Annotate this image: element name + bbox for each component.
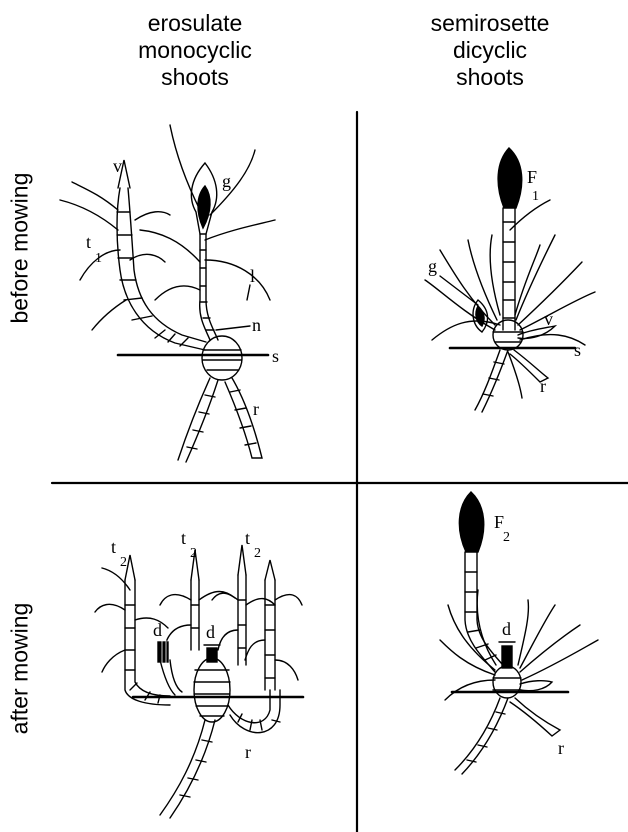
label-r: r: [245, 742, 251, 762]
label-v: v: [113, 156, 122, 176]
shoot-t2-right: [238, 575, 246, 665]
panel-erosulate-after: [95, 545, 303, 818]
label-d: d: [206, 622, 215, 642]
labels: v g t 1 l n s r F 1 g v s r t 2 t 2 t 2 …: [86, 156, 581, 762]
label-g: g: [428, 256, 437, 276]
label-l: l: [250, 266, 255, 286]
label-sub: 2: [190, 546, 197, 561]
panel-semirosette-after: [440, 492, 598, 774]
shoot-t2-middle: [191, 580, 199, 650]
stem-base: [202, 336, 242, 380]
label-sub: 2: [120, 555, 127, 570]
label-F: F: [527, 167, 537, 187]
root: [475, 350, 508, 412]
stem-base: [194, 658, 230, 722]
flower-F1: [498, 148, 522, 208]
label-F: F: [494, 512, 504, 532]
label-d: d: [502, 619, 511, 639]
label-r: r: [253, 399, 259, 419]
label-sub: 1: [532, 189, 539, 204]
label-t: t: [111, 537, 116, 557]
label-t: t: [245, 528, 250, 548]
label-d: d: [153, 620, 162, 640]
label-sub: 2: [254, 546, 261, 561]
panel-semirosette-before: [425, 148, 595, 412]
label-t: t: [181, 528, 186, 548]
cut-stub: [502, 646, 512, 668]
cut-stub-middle: [207, 648, 217, 662]
stem-rings: [200, 250, 214, 330]
bud-g: [198, 186, 210, 228]
label-n: n: [252, 315, 261, 335]
label-t: t: [86, 232, 91, 252]
label-v: v: [544, 309, 553, 329]
cut-stub-left: [158, 642, 168, 662]
flower-F2: [459, 492, 483, 552]
root: [160, 720, 215, 818]
label-s: s: [574, 340, 581, 360]
label-sub: 1: [95, 251, 102, 266]
root-left: [178, 378, 218, 462]
label-sub: 2: [503, 530, 510, 545]
label-r: r: [540, 376, 546, 396]
root: [455, 698, 508, 774]
label-g: g: [222, 171, 231, 191]
panel-erosulate-before: [60, 125, 275, 462]
label-r: r: [558, 738, 564, 758]
label-s: s: [272, 346, 279, 366]
